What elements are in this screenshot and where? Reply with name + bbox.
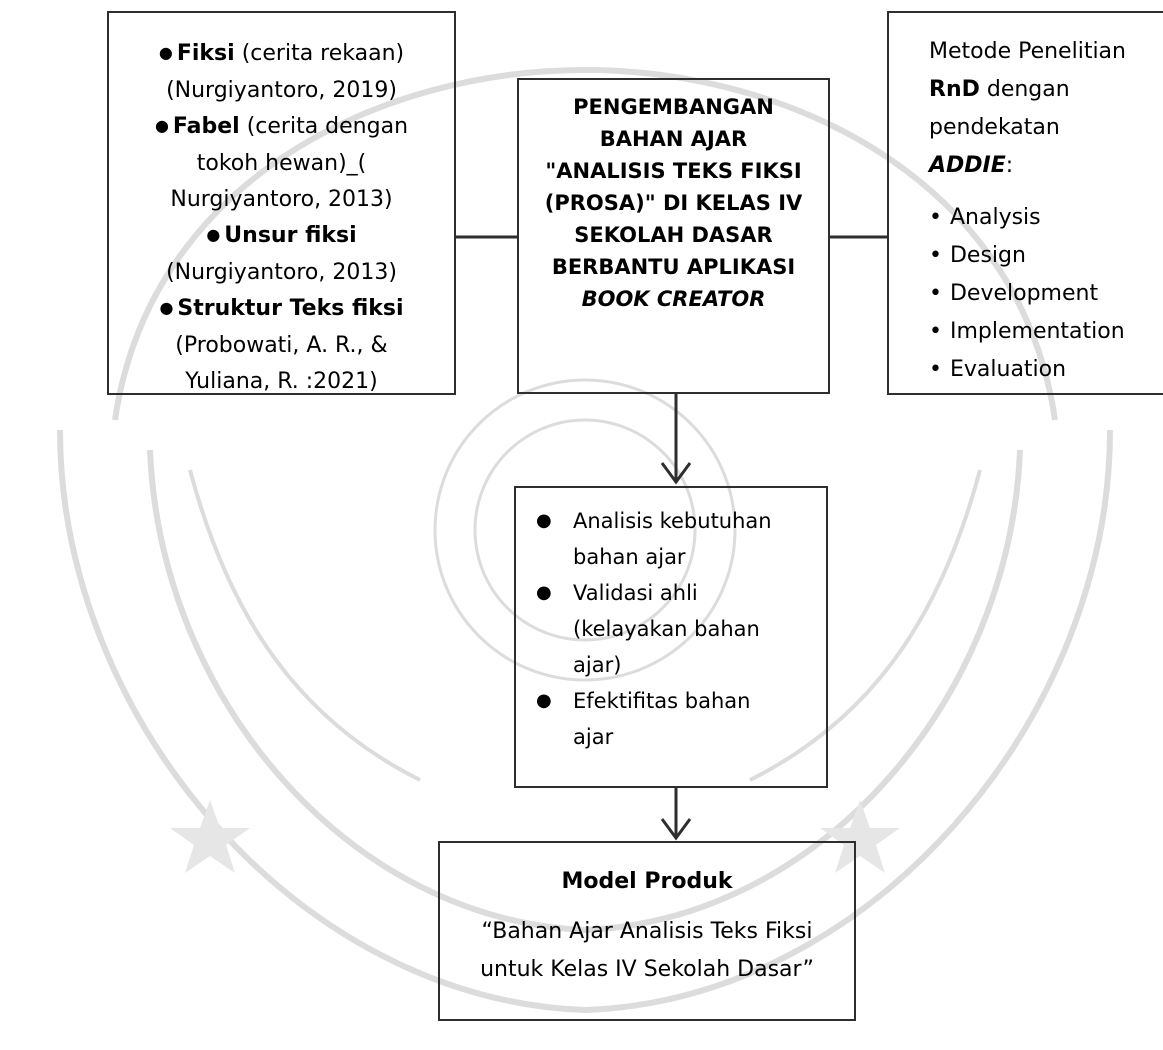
theory-item-citation: (Nurgiyantoro, 2019): [166, 78, 397, 103]
theory-item-struktur: ●Struktur Teks fiksi: [159, 296, 404, 321]
title-line: "ANALISIS TEKS FIKSI: [545, 159, 802, 183]
theory-item-unsur: ●Unsur fiksi: [206, 223, 357, 248]
addie-step: •Development: [929, 281, 1099, 306]
title-line: SEKOLAH DASAR: [574, 223, 773, 247]
arrowhead-center-middle: [660, 462, 692, 485]
bullet-icon: ●: [536, 582, 552, 603]
theory-item-text: tokoh hewan)_(: [196, 151, 367, 176]
bullet-icon: •: [929, 319, 942, 344]
title-line: PENGEMBANGAN: [573, 95, 774, 119]
bullet-icon: ●: [154, 116, 169, 135]
bullet-icon: •: [929, 357, 942, 382]
bullet-icon: •: [929, 243, 942, 268]
theory-item-citation: (Nurgiyantoro, 2013): [166, 260, 397, 285]
method-type: RnD dengan: [929, 77, 1070, 102]
theory-item-fiksi: ●Fiksi (cerita rekaan): [158, 41, 405, 66]
addie-step: •Evaluation: [929, 357, 1067, 382]
addie-step: •Implementation: [929, 319, 1125, 344]
bullet-icon: ●: [536, 690, 552, 711]
theory-box: ●Fiksi (cerita rekaan) (Nurgiyantoro, 20…: [107, 11, 456, 395]
title-line: (PROSA)" DI KELAS IV: [544, 191, 803, 215]
product-model-box: Model Produk “Bahan Ajar Analisis Teks F…: [438, 841, 856, 1021]
bullet-icon: ●: [159, 298, 174, 317]
research-title-box: PENGEMBANGAN BAHAN AJAR "ANALISIS TEKS F…: [517, 78, 830, 394]
theory-item-fabel: ●Fabel (cerita dengan: [154, 114, 409, 139]
bullet-icon: ●: [536, 510, 552, 531]
method-approach: ADDIE:: [929, 153, 1014, 178]
title-line-app-name: BOOK CREATOR: [581, 287, 766, 311]
addie-step: •Design: [929, 243, 1026, 268]
addie-step: •Analysis: [929, 205, 1041, 230]
theory-item-citation: (Probowati, A. R., &: [175, 333, 388, 358]
theory-item-citation: Nurgiyantoro, 2013): [170, 187, 393, 212]
bullet-icon: •: [929, 205, 942, 230]
method-approach-label: pendekatan: [929, 115, 1060, 140]
method-heading: Metode Penelitian: [929, 39, 1126, 64]
theory-item-citation: Yuliana, R. :2021): [185, 369, 378, 394]
title-line: BERBANTU APLIKASI: [551, 255, 796, 279]
title-line: BAHAN AJAR: [599, 127, 748, 151]
bullet-icon: ●: [206, 225, 221, 244]
product-model-title: Model Produk: [561, 869, 733, 894]
bullet-icon: •: [929, 281, 942, 306]
method-box: Metode Penelitian RnD dengan pendekatan …: [887, 11, 1163, 395]
arrowhead-middle-bottom: [660, 818, 692, 841]
addie-steps-list: •Analysis •Design •Development •Implemen…: [929, 199, 1163, 389]
bullet-icon: ●: [158, 43, 173, 62]
